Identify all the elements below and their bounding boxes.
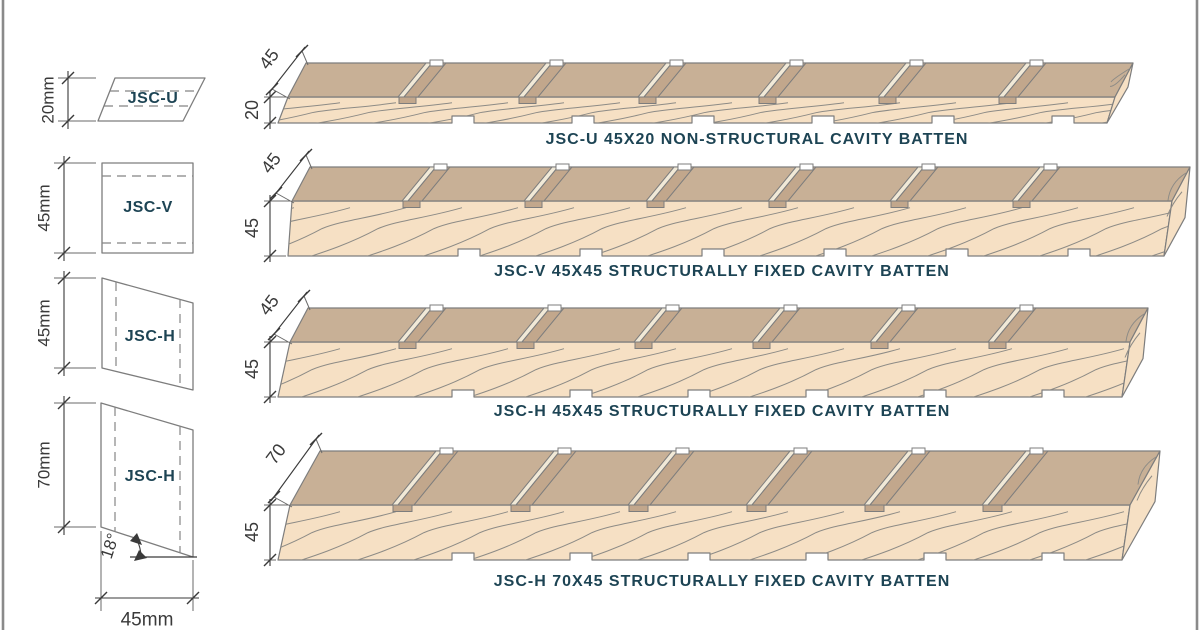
cs-label-jscu: JSC-U: [127, 90, 179, 107]
cs-label-jsch70: JSC-H: [124, 468, 176, 485]
cs-jscu-height-dim: 20mm: [38, 76, 58, 124]
batten-3d-jsc-v-1: [263, 148, 1191, 263]
cs-jscv-height-dim: 45mm: [34, 184, 54, 232]
cs-label-jscv: JSC-V: [123, 199, 173, 216]
batten-3d-jsc-h-2: [263, 289, 1149, 404]
batten4-height-dim: 45: [242, 521, 262, 543]
wood-grain: [278, 511, 1130, 560]
cross-section-jsc-u: [58, 71, 206, 129]
batten-3d-jsc-u-0: [263, 44, 1134, 130]
batten-3d-jsc-h-3: [263, 432, 1161, 567]
batten1-height-dim: 20: [242, 99, 262, 121]
cross-section-jsc-h-45: [54, 271, 194, 391]
cs-jsch70-width-dim: 45mm: [120, 609, 174, 630]
caption-jsch-45x45: JSC-H 45X45 STRUCTURALLY FIXED CAVITY BA…: [493, 403, 951, 420]
cs-jsch70-height-dim: 70mm: [34, 441, 54, 489]
caption-jscu-45x20: JSC-U 45X20 NON-STRUCTURAL CAVITY BATTEN: [545, 131, 969, 148]
caption-jsch-70x45: JSC-H 70X45 STRUCTURALLY FIXED CAVITY BA…: [493, 573, 951, 590]
wood-grain: [278, 348, 1130, 397]
cross-section-jsc-h-70: [54, 396, 200, 611]
batten3-height-dim: 45: [242, 358, 262, 380]
cross-section-jsc-v: [54, 156, 194, 261]
cs-label-jsch45: JSC-H: [124, 328, 176, 345]
caption-jscv-45x45: JSC-V 45X45 STRUCTURALLY FIXED CAVITY BA…: [494, 263, 950, 280]
wood-grain: [278, 102, 1115, 123]
batten2-height-dim: 45: [242, 217, 262, 239]
cs-jsch45-height-dim: 45mm: [34, 299, 54, 347]
